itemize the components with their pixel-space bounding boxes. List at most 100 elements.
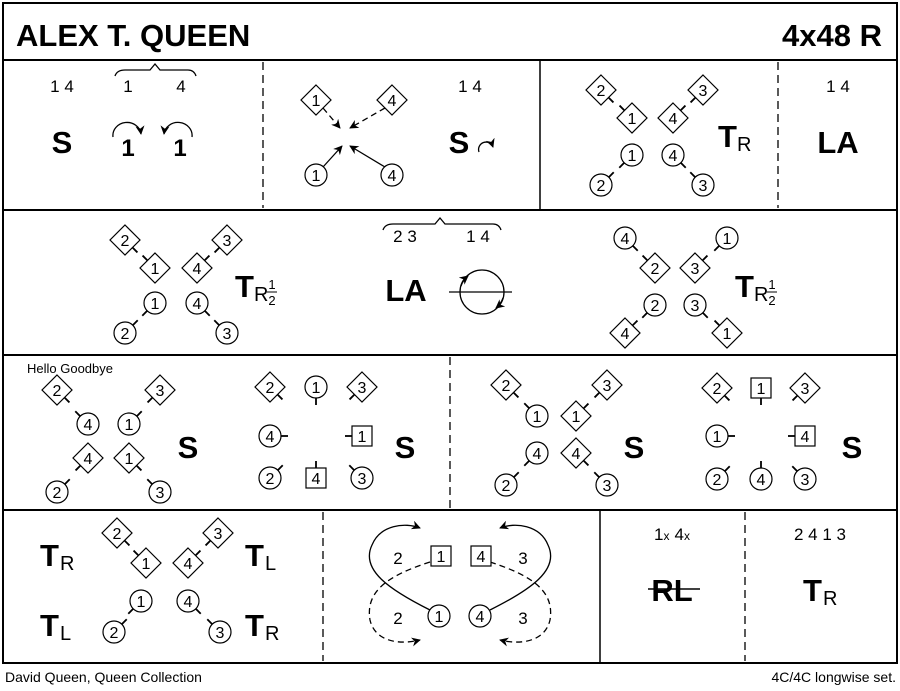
facing-tick bbox=[194, 549, 202, 557]
bracket-label: 1 bbox=[123, 77, 132, 96]
man-dancer-3: 3 bbox=[593, 471, 619, 497]
woman-dancer-4: 4 bbox=[181, 252, 213, 284]
dancer-number: 1 bbox=[572, 409, 581, 426]
side-dancer-label: 3 bbox=[518, 549, 527, 568]
facing-tick bbox=[213, 246, 221, 254]
facing-tick bbox=[213, 319, 220, 326]
facing-tick bbox=[195, 608, 202, 615]
turn-arrow-icon bbox=[477, 137, 495, 153]
dancer-number: 2 bbox=[713, 472, 722, 489]
dancer-number: 1 bbox=[358, 429, 367, 446]
dancer-number: 3 bbox=[358, 380, 367, 397]
facing-tick bbox=[74, 464, 82, 472]
dancer-number: 4 bbox=[84, 451, 93, 468]
facing-tick bbox=[618, 162, 625, 169]
facing-tick bbox=[523, 460, 530, 467]
dancer-number: 1 bbox=[151, 296, 160, 313]
fraction-denominator: 2 bbox=[268, 293, 275, 308]
woman-dancer-1: 1 bbox=[139, 252, 171, 284]
man-dancer-1: 1 bbox=[127, 589, 153, 615]
man-dancer-4: 4 bbox=[74, 410, 100, 436]
footer-credit: David Queen, Queen Collection bbox=[5, 669, 202, 685]
man-dancer-2: 2 bbox=[113, 319, 139, 345]
dancer-number: 2 bbox=[651, 298, 660, 315]
figure-turn: T bbox=[40, 538, 59, 573]
couples-label: 1 4 bbox=[458, 77, 482, 96]
facing-tick bbox=[132, 549, 140, 557]
facing-tick bbox=[632, 245, 639, 252]
man-dancer-4: 4 bbox=[380, 163, 404, 187]
facing-tick bbox=[64, 478, 71, 485]
figure-setting: S bbox=[624, 430, 645, 465]
dancer-number: 4 bbox=[388, 168, 397, 185]
facing-tick bbox=[131, 246, 139, 254]
dancer-number: 4 bbox=[572, 446, 581, 463]
woman-dancer-2: 2 bbox=[109, 224, 141, 256]
man-dancer-3: 3 bbox=[146, 478, 172, 504]
woman-dancer-2: 2 bbox=[639, 252, 671, 284]
facing-tick bbox=[791, 465, 798, 472]
facing-tick bbox=[618, 104, 626, 112]
facing-tick bbox=[593, 471, 600, 478]
woman-dancer-1: 1 bbox=[300, 84, 332, 116]
figure-turn-hand: L bbox=[60, 623, 71, 645]
dancer-number: 2 bbox=[121, 233, 130, 250]
facing-tick bbox=[713, 245, 720, 252]
figure-turn-hand: R bbox=[254, 284, 268, 306]
man-dancer-3: 3 bbox=[213, 319, 239, 345]
dancer-number: 3 bbox=[216, 625, 225, 642]
facing-tick bbox=[203, 254, 211, 262]
bracket-label: 1 4 bbox=[466, 227, 490, 246]
dancer-number: 3 bbox=[603, 478, 612, 495]
dancer-number: 3 bbox=[156, 383, 165, 400]
woman-dancer-1: 1 bbox=[130, 547, 162, 579]
facing-tick bbox=[136, 410, 143, 417]
woman-dancer-1: 1 bbox=[711, 317, 743, 349]
facing-tick bbox=[121, 618, 128, 625]
woman-dancer-3: 3 bbox=[211, 224, 243, 256]
dancer-number: 1 bbox=[125, 417, 134, 434]
side-dancer-label: 2 bbox=[393, 549, 402, 568]
dancer-number: 3 bbox=[691, 298, 700, 315]
dancer-number: 1 bbox=[533, 409, 542, 426]
dancer-number: 1 bbox=[312, 168, 321, 185]
circle-round-icon bbox=[449, 269, 512, 315]
woman-dancer-4: 4 bbox=[72, 442, 104, 474]
figure-setting: S bbox=[395, 430, 416, 465]
man-dancer-4: 4 bbox=[749, 461, 773, 491]
facing-tick bbox=[277, 464, 284, 471]
facing-tick bbox=[132, 319, 139, 326]
man-dancer-4: 4 bbox=[661, 143, 687, 169]
figure-turn-hand: R bbox=[754, 284, 768, 306]
dancer-number: 4 bbox=[184, 556, 193, 573]
dance-format: 4x48 R bbox=[782, 18, 882, 53]
facing-tick bbox=[63, 396, 71, 404]
figure-setting: S bbox=[178, 430, 199, 465]
dancer-number: 2 bbox=[53, 383, 62, 400]
dancer-number: 4 bbox=[388, 93, 397, 110]
figure-turn: T bbox=[803, 573, 822, 608]
woman-dancer-2: 2 bbox=[490, 369, 522, 401]
figure-turn: T bbox=[735, 269, 754, 304]
woman-dancer-3: 3 bbox=[346, 371, 378, 403]
man-dancer-1: 1 bbox=[705, 424, 735, 448]
facing-tick bbox=[276, 393, 284, 401]
man-dancer-4: 4 bbox=[613, 226, 639, 252]
facing-tick bbox=[141, 254, 149, 262]
outer-frame bbox=[2, 2, 898, 664]
dancer-number: 2 bbox=[651, 261, 660, 278]
woman-dancer-1: 1 bbox=[616, 102, 648, 134]
woman-dancer-1: 1 bbox=[113, 442, 145, 474]
bracket-label: 4 bbox=[176, 77, 185, 96]
couples-label: 1 4 bbox=[826, 77, 850, 96]
figure-turn-hand: L bbox=[265, 553, 276, 575]
side-dancer-label: 2 bbox=[393, 609, 402, 628]
facing-tick bbox=[204, 539, 212, 547]
figure-left-hands-across: LA bbox=[385, 273, 426, 308]
dancer-number: 4 bbox=[477, 549, 486, 566]
dancer-number: 3 bbox=[156, 485, 165, 502]
man-dancer-2: 2 bbox=[641, 293, 667, 319]
facing-tick bbox=[206, 618, 213, 625]
facing-tick bbox=[680, 162, 687, 169]
man-dancer-2: 2 bbox=[589, 171, 615, 197]
